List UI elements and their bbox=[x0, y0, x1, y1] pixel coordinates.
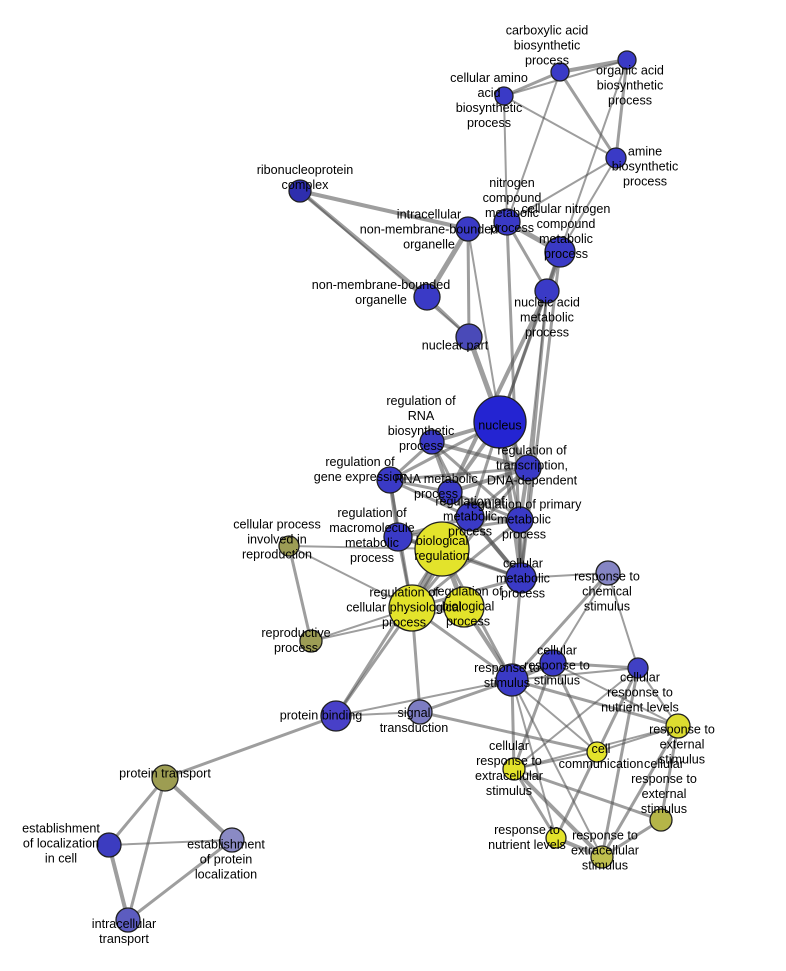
node-amine-biosynthetic-process[interactable] bbox=[605, 147, 627, 169]
node-regulation-of-biological-process[interactable] bbox=[443, 586, 485, 628]
node-cellular-response-to-extracellular-stimulus[interactable] bbox=[502, 757, 526, 781]
edge-response-to-chemical-stimulus--cellular-response-to-nutrient-levels bbox=[607, 572, 639, 669]
node-cellular-amino-acid-biosynthetic-process[interactable] bbox=[494, 86, 514, 106]
edge-cell-communication--cellular-response-to-extracellular-stimulus bbox=[513, 751, 598, 770]
node-signal-transduction[interactable] bbox=[407, 699, 433, 725]
edge-cellular-response-to-extracellular-stimulus--cellular-response-to-external-stimulus bbox=[512, 767, 663, 822]
edge-cellular-amino-acid-biosynthetic-process--amine-biosynthetic-process bbox=[503, 95, 617, 159]
node-regulation-of-rna-biosynthetic-process[interactable] bbox=[419, 429, 445, 455]
edge-response-to-chemical-stimulus--response-to-stimulus bbox=[510, 571, 610, 682]
edge-nucleic-acid-metabolic-process--regulation-of-transcription-dna-dependent bbox=[527, 290, 548, 469]
edge-response-to-stimulus--response-to-nutrient-levels bbox=[511, 679, 557, 839]
edge-response-to-stimulus--cell-communication bbox=[511, 679, 598, 753]
edge-regulation-of-transcription-dna-dependent--regulation-of-gene-expression bbox=[388, 466, 530, 482]
edge-response-to-external-stimulus--response-to-extracellular-stimulus bbox=[600, 724, 680, 859]
node-cellular-response-to-stimulus[interactable] bbox=[539, 649, 567, 677]
edge-establishment-of-protein-localization--intracellular-transport bbox=[126, 838, 234, 922]
edge-intracellular-non-membrane-bounded-organelle--nuclear-part bbox=[466, 227, 471, 339]
edge-ribonucleoprotein-complex--nuclear-part bbox=[299, 190, 470, 338]
node-nuclear-part[interactable] bbox=[455, 323, 483, 351]
node-intracellular-non-membrane-bounded-organelle[interactable] bbox=[455, 216, 481, 242]
nodes-layer bbox=[96, 50, 691, 933]
edge-cellular-response-to-stimulus--response-to-external-stimulus bbox=[552, 662, 679, 727]
edge-regulation-of-gene-expression--regulation-of-metabolic-process bbox=[388, 478, 472, 519]
node-response-to-extracellular-stimulus[interactable] bbox=[590, 845, 614, 869]
edge-carboxylic-acid-biosynthetic-process--cellular-amino-acid-biosynthetic-process bbox=[502, 70, 562, 98]
node-nucleus[interactable] bbox=[473, 395, 527, 449]
edge-cellular-response-to-stimulus--cellular-response-to-nutrient-levels bbox=[551, 661, 640, 670]
node-cellular-process-involved-in-reproduction[interactable] bbox=[278, 535, 300, 557]
node-biological-regulation[interactable] bbox=[414, 521, 470, 577]
node-ribonucleoprotein-complex[interactable] bbox=[288, 179, 312, 203]
edge-cellular-response-to-stimulus--cellular-response-to-extracellular-stimulus bbox=[512, 661, 555, 771]
edge-protein-binding--biological-regulation bbox=[334, 547, 444, 718]
edge-cell-communication--signal-transduction bbox=[418, 710, 599, 754]
node-carboxylic-acid-biosynthetic-process[interactable] bbox=[550, 62, 570, 82]
edge-protein-transport--establishment-of-localization-in-cell bbox=[107, 776, 167, 847]
node-protein-binding[interactable] bbox=[320, 700, 352, 732]
edge-regulation-of-rna-biosynthetic-process--regulation-of-primary-metabolic-process bbox=[430, 440, 522, 522]
edge-ribonucleoprotein-complex--intracellular-non-membrane-bounded-organelle bbox=[298, 189, 470, 231]
edge-establishment-of-localization-in-cell--intracellular-transport bbox=[107, 843, 130, 922]
edge-regulation-of-rna-biosynthetic-process--regulation-of-transcription-dna-dependent bbox=[430, 440, 530, 470]
node-cell-communication[interactable] bbox=[586, 741, 608, 763]
edge-response-to-external-stimulus--cellular-response-to-external-stimulus bbox=[659, 724, 680, 822]
edge-organic-acid-biosynthetic-process--amine-biosynthetic-process bbox=[614, 58, 629, 160]
node-intracellular-transport[interactable] bbox=[115, 907, 141, 933]
node-nucleic-acid-metabolic-process[interactable] bbox=[534, 278, 560, 304]
node-protein-transport[interactable] bbox=[151, 764, 179, 792]
node-establishment-of-localization-in-cell[interactable] bbox=[96, 832, 122, 858]
edge-protein-binding--response-to-stimulus bbox=[335, 679, 513, 717]
node-cellular-response-to-nutrient-levels[interactable] bbox=[627, 657, 649, 679]
edge-carboxylic-acid-biosynthetic-process--organic-acid-biosynthetic-process bbox=[558, 58, 629, 74]
node-regulation-of-gene-expression[interactable] bbox=[376, 466, 404, 494]
edge-response-to-stimulus--response-to-extracellular-stimulus bbox=[511, 679, 603, 858]
edge-carboxylic-acid-biosynthetic-process--nitrogen-compound-metabolic-process bbox=[506, 71, 561, 223]
edge-cellular-response-to-nutrient-levels--response-to-extracellular-stimulus bbox=[600, 666, 640, 859]
edge-cellular-response-to-stimulus--cell-communication bbox=[551, 661, 599, 754]
edge-cellular-amino-acid-biosynthetic-process--nitrogen-compound-metabolic-process bbox=[503, 95, 508, 223]
node-cellular-metabolic-process[interactable] bbox=[505, 562, 537, 594]
edge-amine-biosynthetic-process--cellular-nitrogen-compound-metabolic-process bbox=[559, 157, 617, 253]
node-establishment-of-protein-localization[interactable] bbox=[219, 827, 245, 853]
edge-response-to-chemical-stimulus--cellular-response-to-stimulus bbox=[552, 572, 609, 664]
edge-intracellular-non-membrane-bounded-organelle--nucleus bbox=[467, 228, 501, 423]
node-reproductive-process[interactable] bbox=[299, 629, 323, 653]
node-regulation-of-transcription-dna-dependent[interactable] bbox=[514, 454, 542, 482]
edge-cellular-response-to-nutrient-levels--cellular-response-to-extracellular-stimulus bbox=[513, 667, 639, 770]
node-non-membrane-bounded-organelle[interactable] bbox=[413, 283, 441, 311]
edge-cellular-response-to-extracellular-stimulus--response-to-nutrient-levels bbox=[512, 767, 558, 840]
edge-organic-acid-biosynthetic-process--cellular-nitrogen-compound-metabolic-process bbox=[559, 59, 628, 253]
node-cellular-nitrogen-compound-metabolic-process[interactable] bbox=[544, 236, 576, 268]
edge-cellular-response-to-extracellular-stimulus--response-to-extracellular-stimulus bbox=[512, 767, 604, 859]
node-organic-acid-biosynthetic-process[interactable] bbox=[617, 50, 637, 70]
edge-protein-binding--protein-transport bbox=[163, 714, 338, 780]
node-regulation-of-macromolecule-metabolic-process[interactable] bbox=[383, 522, 413, 552]
edge-carboxylic-acid-biosynthetic-process--amine-biosynthetic-process bbox=[558, 70, 618, 160]
edge-protein-transport--intracellular-transport bbox=[126, 776, 167, 922]
node-regulation-of-metabolic-process[interactable] bbox=[455, 502, 485, 532]
edge-nucleic-acid-metabolic-process--rna-metabolic-process bbox=[448, 289, 549, 494]
node-response-to-external-stimulus[interactable] bbox=[665, 713, 691, 739]
node-nitrogen-compound-metabolic-process[interactable] bbox=[493, 208, 521, 236]
node-cellular-response-to-external-stimulus[interactable] bbox=[649, 808, 673, 832]
edge-reproductive-process--regulation-of-biological-process bbox=[310, 606, 465, 642]
node-response-to-chemical-stimulus[interactable] bbox=[595, 560, 621, 586]
edge-cellular-process-involved-in-reproduction--reproductive-process bbox=[287, 544, 313, 643]
edge-establishment-of-localization-in-cell--establishment-of-protein-localization bbox=[108, 839, 233, 846]
node-regulation-of-cellular-physiological-process[interactable] bbox=[388, 584, 436, 632]
edge-regulation-of-transcription-dna-dependent--regulation-of-cellular-physiological-process bbox=[410, 466, 530, 610]
edge-protein-transport--establishment-of-protein-localization bbox=[163, 776, 234, 842]
node-response-to-stimulus[interactable] bbox=[495, 663, 529, 697]
edge-amine-biosynthetic-process--nitrogen-compound-metabolic-process bbox=[506, 157, 617, 223]
edge-response-to-stimulus--cellular-metabolic-process bbox=[510, 576, 523, 682]
node-response-to-nutrient-levels[interactable] bbox=[545, 827, 567, 849]
node-regulation-of-primary-metabolic-process[interactable] bbox=[506, 506, 534, 534]
node-rna-metabolic-process[interactable] bbox=[437, 479, 463, 505]
